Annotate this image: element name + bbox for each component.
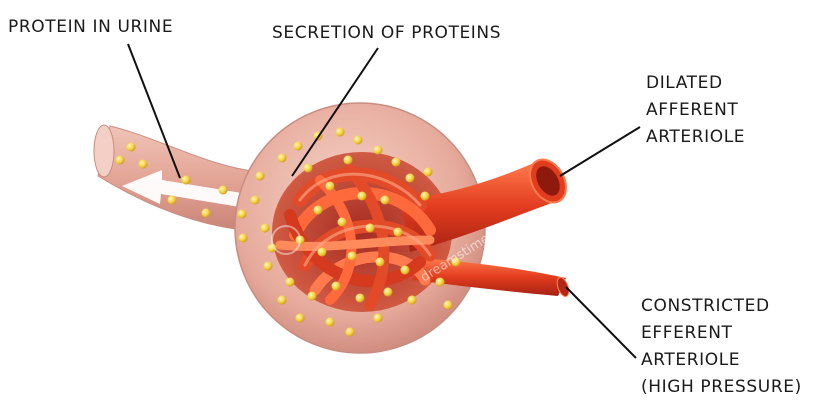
label-line: (HIGH PRESSURE) — [641, 374, 802, 401]
label-line: ARTERIOLE — [646, 124, 745, 151]
label-line: AFFERENT — [646, 97, 745, 124]
label-secretion-of-proteins: SECRETION OF PROTEINS — [272, 20, 501, 47]
leader-afferent — [560, 127, 640, 176]
label-protein-in-urine-text: PROTEIN IN URINE — [8, 14, 173, 41]
label-protein-in-urine: PROTEIN IN URINE — [8, 14, 173, 41]
label-line: ARTERIOLE — [641, 347, 802, 374]
label-secretion-text: SECRETION OF PROTEINS — [272, 20, 501, 47]
label-constricted-efferent-arteriole: CONSTRICTED EFFERENT ARTERIOLE (HIGH PRE… — [641, 293, 802, 401]
tubule-opening — [94, 125, 114, 177]
label-line: DILATED — [646, 70, 745, 97]
leader-efferent — [566, 287, 636, 358]
label-line: EFFERENT — [641, 320, 802, 347]
label-line: CONSTRICTED — [641, 293, 802, 320]
label-dilated-afferent-arteriole: DILATED AFFERENT ARTERIOLE — [646, 70, 745, 151]
